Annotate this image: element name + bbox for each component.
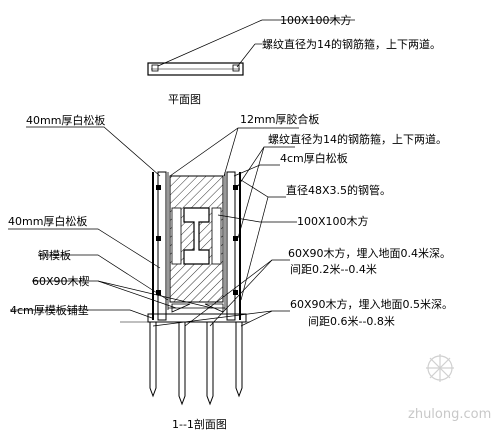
label-stake2-line1: 60X90木方，埋入地面0.5米深。 <box>290 297 453 311</box>
plan-leader-rebar <box>236 43 256 68</box>
section-caption: 1--1剖面图 <box>172 417 227 431</box>
label-steel-pipe: 直径48X3.5的钢管。 <box>286 183 391 197</box>
label-pad: 4cm厚模板铺垫 <box>10 303 89 317</box>
leader-steel-pipe <box>240 179 286 198</box>
watermark-logo <box>426 354 454 382</box>
wood-wedge-left <box>171 303 191 313</box>
leader-pine-right <box>233 164 280 177</box>
plan-label-timber: 100X100木方 <box>280 13 352 27</box>
leader-pine-left-top <box>26 126 161 177</box>
leader-stake1-2 <box>184 259 273 327</box>
label-wood-wedge: 60X90木楔 <box>32 275 90 288</box>
plan-timber-outline <box>147 62 244 76</box>
stake <box>235 321 243 398</box>
leader-pine-left-mid <box>8 228 161 269</box>
stakes <box>149 321 243 406</box>
plan-leader-timber <box>157 19 263 67</box>
leader-plywood-2 <box>223 127 239 177</box>
label-pine-left-top: 40mm厚白松板 <box>26 113 105 127</box>
label-steel-form: 钢模板 <box>38 248 71 262</box>
leader-steel-pipe-2 <box>240 196 269 301</box>
stake <box>149 321 157 398</box>
label-stake1-line2: 间距0.2米--0.4米 <box>290 263 377 276</box>
plan-caption: 平面图 <box>168 93 201 106</box>
watermark: zhulong.com <box>408 354 491 422</box>
rebar-hoop-marker <box>233 290 238 295</box>
plan-label-rebar: 螺纹直径为14的钢筋箍，上下两道。 <box>262 37 441 51</box>
plan-rebar-left <box>151 64 159 72</box>
stake <box>178 321 186 406</box>
plan-view: 100X100木方 螺纹直径为14的钢筋箍，上下两道。 平面图 <box>147 13 441 106</box>
timber-left <box>171 207 182 265</box>
pine-board-left <box>157 171 167 321</box>
rebar-hoop-marker <box>156 290 161 295</box>
rebar-hoop-marker <box>233 236 238 241</box>
leader-steel-form <box>38 254 169 301</box>
label-rebar: 螺纹直径为14的钢筋箍，上下两道。 <box>268 132 447 146</box>
steel-i-beam <box>183 207 210 265</box>
pine-board-right <box>226 171 236 321</box>
stake <box>206 321 214 406</box>
leader-wedge-2 <box>97 280 213 309</box>
plan-rebar-right <box>232 64 240 72</box>
leader-timber <box>217 214 297 223</box>
watermark-text: zhulong.com <box>408 407 491 422</box>
label-stake2-line2: 间距0.6米--0.8米 <box>308 315 395 328</box>
leader-pad <box>10 309 153 319</box>
leader-rebar-2 <box>237 146 265 239</box>
rebar-hoop-marker <box>156 236 161 241</box>
rebar-hoop-marker <box>233 185 238 190</box>
rebar-hoops <box>156 185 238 295</box>
label-timber: 100X100木方 <box>297 214 369 228</box>
label-plywood: 12mm厚胶合板 <box>240 112 319 126</box>
section-view: 40mm厚白松板 12mm厚胶合板 螺纹直径为14的钢筋箍，上下两道。 4cm厚… <box>8 112 453 431</box>
timber-right <box>211 207 222 265</box>
label-stake1-line1: 60X90木方，埋入地面0.4米深。 <box>288 246 451 260</box>
label-pine-left-mid: 40mm厚白松板 <box>8 214 87 228</box>
leader-plywood <box>169 127 299 177</box>
leader-lines <box>8 126 299 327</box>
label-pine-right: 4cm厚白松板 <box>280 151 348 165</box>
leader-stake2-2 <box>152 310 273 327</box>
rebar-hoop-marker <box>156 185 161 190</box>
leader-stake2 <box>240 310 290 327</box>
